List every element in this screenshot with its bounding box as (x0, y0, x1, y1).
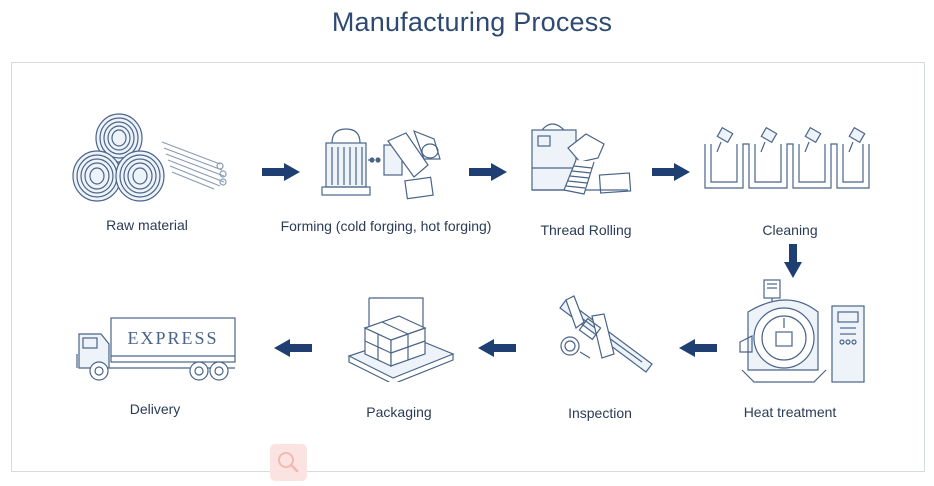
search-badge[interactable] (270, 444, 307, 481)
wire-coil-right (115, 150, 165, 202)
label-packaging: Packaging (366, 404, 432, 420)
cleaning-illustration (704, 126, 870, 189)
flow-arrow-left-1 (679, 339, 717, 357)
raw-material-illustration (72, 113, 227, 202)
inspection-illustration (559, 295, 653, 373)
heat-treatment-illustration (739, 279, 865, 383)
label-forming: Forming (cold forging, hot forging) (280, 218, 492, 234)
label-heat-treatment: Heat treatment (743, 404, 837, 420)
label-inspection: Inspection (568, 405, 632, 421)
forming-illustration (321, 128, 441, 200)
wire-coil-top (95, 113, 143, 163)
flow-arrow-right-2 (469, 163, 507, 181)
search-icon (278, 452, 299, 473)
delivery-illustration: EXPRESS (76, 317, 236, 381)
process-diagram-frame (11, 62, 925, 472)
page-title: Manufacturing Process (331, 7, 613, 37)
packaging-illustration (347, 297, 455, 382)
flow-arrow-right-3 (652, 163, 690, 181)
thread-rolling-illustration (531, 123, 632, 195)
label-thread-rolling: Thread Rolling (540, 222, 632, 238)
flow-arrow-down (784, 244, 802, 278)
flow-arrow-left-3 (274, 339, 312, 357)
wire-coil-left (72, 150, 122, 202)
flow-arrow-right-1 (262, 163, 300, 181)
label-raw-material: Raw material (106, 217, 188, 233)
label-delivery: Delivery (129, 401, 181, 417)
bar-stock (161, 141, 227, 190)
truck-express-text: EXPRESS (127, 328, 218, 348)
flow-arrow-left-2 (478, 339, 516, 357)
label-cleaning: Cleaning (762, 222, 818, 238)
